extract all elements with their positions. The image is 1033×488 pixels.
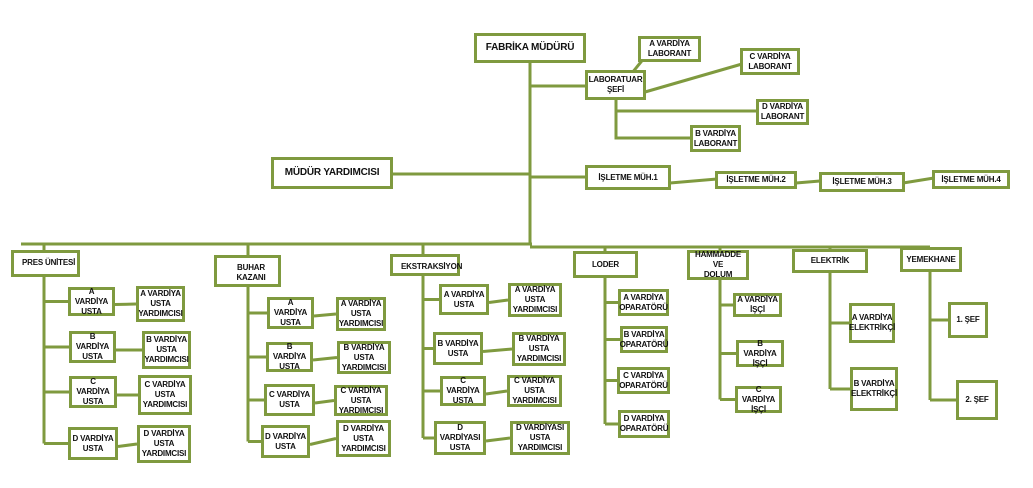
connector-eng4 xyxy=(902,176,935,185)
engineer-3-box[interactable]: İŞLETME MÜH.3 xyxy=(819,172,905,192)
assistant-box[interactable]: B VARDİYA USTA YARDIMCISI xyxy=(337,341,391,374)
deputy-director-box[interactable]: MÜDÜR YARDIMCISI xyxy=(271,157,393,189)
engineer-2-box[interactable]: İŞLETME MÜH.2 xyxy=(715,171,797,189)
connector-eng3 xyxy=(795,179,821,185)
connector-assistant xyxy=(313,312,337,318)
connector-eng2 xyxy=(669,177,718,185)
staff-box[interactable]: D VARDİYA USTA xyxy=(261,425,310,458)
staff-box[interactable]: C VARDİYA USTA xyxy=(69,376,117,408)
staff-box[interactable]: D VARDİYASI USTA xyxy=(434,421,486,455)
connector-assistant xyxy=(485,436,511,443)
connector-assistant xyxy=(488,298,509,304)
assistant-box[interactable]: B VARDİYA USTA YARDIMCISI xyxy=(512,332,566,366)
connector-assistant xyxy=(314,399,335,405)
staff-box[interactable]: A VARDİYA OPARATÖRÜ xyxy=(618,289,669,316)
director-box[interactable]: FABRİKA MÜDÜRÜ xyxy=(474,33,586,63)
lab-a-box[interactable]: A VARDİYA LABORANT xyxy=(638,36,701,62)
engineer-4-box[interactable]: İŞLETME MÜH.4 xyxy=(932,170,1010,189)
staff-box[interactable]: A VARDİYA USTA xyxy=(439,284,489,315)
staff-box[interactable]: B VARDİYA İŞÇİ xyxy=(736,339,784,368)
staff-box[interactable]: B VARDİYA USTA xyxy=(266,342,313,372)
assistant-box[interactable]: C VARDİYA USTA YARDIMCISI xyxy=(334,385,388,416)
lab-c-box[interactable]: C VARDİYA LABORANT xyxy=(740,48,800,75)
staff-box[interactable]: A VARDİYA İŞÇİ xyxy=(733,293,782,317)
staff-box[interactable]: B VARDİYA ELEKTRİKÇİ xyxy=(850,367,898,411)
staff-box[interactable]: C VARDİYA USTA xyxy=(440,376,486,406)
lab-b-box[interactable]: B VARDİYA LABORANT xyxy=(690,125,741,152)
dept-elektrik-box[interactable]: ELEKTRİK xyxy=(792,249,868,273)
staff-box[interactable]: 1. ŞEF xyxy=(948,302,988,338)
staff-box[interactable]: D VARDİYA USTA xyxy=(68,427,118,460)
connector-assistant xyxy=(482,347,513,353)
dept-yemekhane-box[interactable]: YEMEKHANE xyxy=(900,247,962,272)
connector-assistant xyxy=(485,389,508,396)
connector-lab-c xyxy=(644,62,743,94)
staff-box[interactable]: B VARDİYA USTA xyxy=(69,331,116,363)
lab-chief-box[interactable]: LABORATUAR ŞEFİ xyxy=(585,70,646,100)
lab-d-box[interactable]: D VARDİYA LABORANT xyxy=(756,99,809,125)
connector-lab-d-b xyxy=(614,99,692,140)
assistant-box[interactable]: D VARDİYA USTA YARDIMCISI xyxy=(336,420,391,457)
assistant-box[interactable]: D VARDİYA USTA YARDIMCISI xyxy=(137,425,191,463)
staff-box[interactable]: B VARDİYA OPARATÖRÜ xyxy=(620,326,668,353)
dept-hammadde-box[interactable]: HAMMADDE VE DOLUM xyxy=(687,250,749,280)
connector-assistant xyxy=(117,442,138,448)
staff-box[interactable]: C VARDİYA OPARATÖRÜ xyxy=(617,367,670,394)
staff-box[interactable]: C VARDİYA İŞÇİ xyxy=(735,385,782,414)
assistant-box[interactable]: C VARDİYA USTA YARDIMCISI xyxy=(507,375,562,407)
assistant-box[interactable]: C VARDİYA USTA YARDIMCISI xyxy=(138,375,192,415)
staff-box[interactable]: A VARDİYA ELEKTRİKÇİ xyxy=(849,303,895,343)
staff-box[interactable]: D VARDİYA OPARATÖRÜ xyxy=(618,410,670,438)
connector-assistant xyxy=(309,437,337,446)
connector-assistant xyxy=(312,356,338,362)
assistant-box[interactable]: A VARDİYA USTA YARDIMCISI xyxy=(136,286,185,322)
dept-ekstraksiyon-box[interactable]: EKSTRAKSİYON xyxy=(390,254,462,276)
dept-pres-box[interactable]: PRES ÜNİTESİ xyxy=(11,250,80,277)
dept-loder-box[interactable]: LODER xyxy=(573,251,638,278)
assistant-box[interactable]: A VARDİYA USTA YARDIMCISI xyxy=(336,297,386,331)
staff-box[interactable]: A VARDİYA USTA xyxy=(267,297,314,329)
assistant-box[interactable]: B VARDİYA USTA YARDIMCISI xyxy=(142,331,191,369)
staff-box[interactable]: A VARDİYA USTA xyxy=(68,287,115,316)
dept-buhar-box[interactable]: BUHAR KAZANI xyxy=(214,255,281,287)
connector-assistant xyxy=(114,302,137,306)
staff-box[interactable]: B VARDİYA USTA xyxy=(433,332,483,365)
staff-box[interactable]: C VARDİYA USTA xyxy=(264,384,315,416)
engineer-1-box[interactable]: İŞLETME MÜH.1 xyxy=(585,165,671,190)
assistant-box[interactable]: A VARDİYA USTA YARDIMCISI xyxy=(508,283,562,317)
staff-box[interactable]: 2. ŞEF xyxy=(956,380,998,420)
assistant-box[interactable]: D VARDİYASI USTA YARDIMCISI xyxy=(510,421,570,455)
